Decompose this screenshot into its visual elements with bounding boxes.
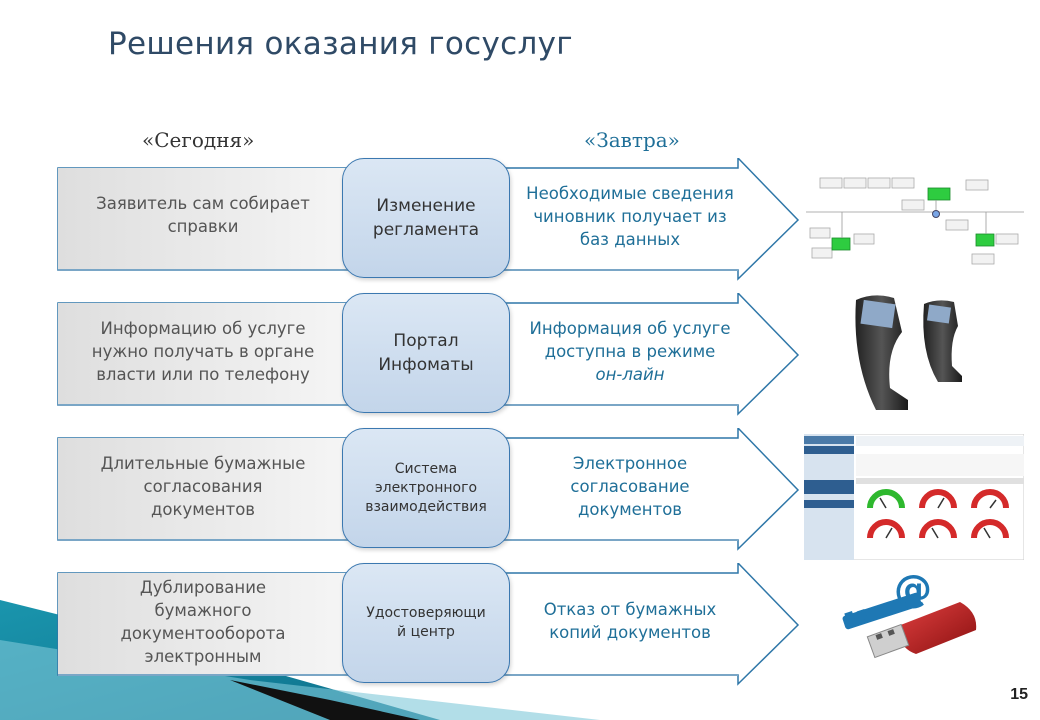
today-text: Дублирование бумажного документооборота …	[120, 578, 286, 666]
solution-box: Система электронного взаимодействия	[342, 428, 510, 548]
solution-box: Портал Инфоматы	[342, 293, 510, 413]
comparison-row: Заявитель сам собирает справки Изменение…	[56, 158, 801, 282]
comparison-row: Длительные бумажные согласования докумен…	[56, 428, 801, 552]
page-number: 15	[1010, 686, 1028, 703]
dashboard-screenshot-icon	[804, 434, 1024, 560]
column-header-today: «Сегодня»	[142, 128, 255, 152]
tomorrow-text: Информация об услуге доступна в режиме о…	[529, 319, 731, 384]
workflow-diagram-icon	[806, 177, 1024, 265]
solution-box: Удостоверяющи й центр	[342, 563, 510, 683]
comparison-row: Дублирование бумажного документооборота …	[56, 563, 801, 687]
info-kiosk-icon	[855, 295, 962, 410]
tomorrow-text: Электронное согласование документов	[570, 454, 690, 519]
svg-text:@: @	[894, 568, 932, 611]
tomorrow-text: Необходимые сведения чиновник получает и…	[526, 184, 734, 249]
today-text: Длительные бумажные согласования докумен…	[100, 454, 306, 519]
slide-title: Решения оказания госуслуг	[108, 26, 573, 62]
today-text: Информацию об услуге нужно получать в ор…	[91, 319, 315, 384]
today-text: Заявитель сам собирает справки	[96, 194, 310, 236]
tomorrow-text: Отказ от бумажных копий документов	[543, 600, 717, 642]
usb-key-email-icon: @	[842, 568, 977, 659]
column-header-tomorrow: «Завтра»	[584, 128, 680, 152]
comparison-row: Информацию об услуге нужно получать в ор…	[56, 293, 801, 417]
solution-box: Изменение регламента	[342, 158, 510, 278]
